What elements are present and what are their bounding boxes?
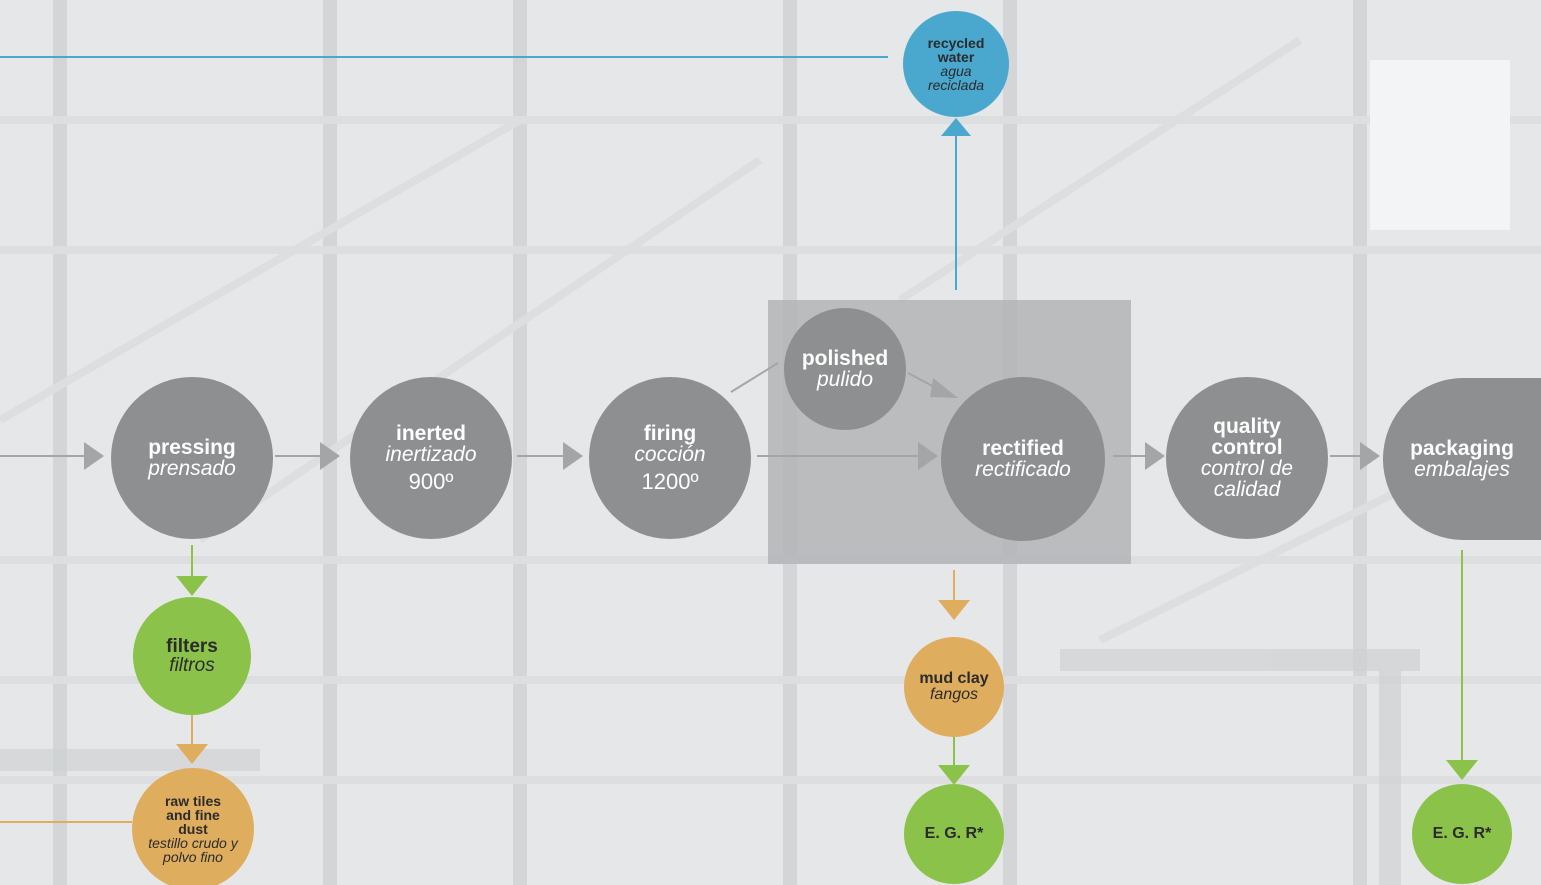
node-rectified-label-es: rectificado bbox=[975, 458, 1071, 481]
node-inerted-temp: 900º bbox=[408, 469, 454, 494]
node-raw-tiles-label-es: testillo crudo y polvo fino bbox=[148, 835, 238, 865]
node-mud-clay: mud clay fangos bbox=[904, 637, 1004, 737]
node-rectified-label: rectified bbox=[982, 437, 1064, 460]
node-raw-tiles: raw tiles and fine dust testillo crudo y… bbox=[132, 768, 254, 885]
node-inerted-label: inerted bbox=[395, 422, 466, 445]
node-pressing-label: pressing bbox=[148, 436, 236, 459]
node-packaging-shape bbox=[1383, 378, 1541, 540]
node-mud-clay-label: mud clay bbox=[919, 670, 989, 687]
node-packaging-label-es: embalajes bbox=[1414, 458, 1510, 481]
arrow-polished-rectified-head bbox=[930, 378, 958, 398]
node-egr-1: E. G. R* bbox=[904, 784, 1004, 884]
arrow-pressing-filters-head bbox=[176, 576, 208, 596]
node-polished: polished pulido bbox=[784, 308, 906, 430]
arrow-rectified-quality-head bbox=[1145, 442, 1165, 470]
node-quality-control-label: quality control bbox=[1211, 415, 1283, 459]
node-egr-2: E. G. R* bbox=[1412, 784, 1512, 884]
node-inerted-label-es: inertizado bbox=[385, 443, 477, 466]
node-pressing: pressing prensado bbox=[111, 377, 273, 539]
node-recycled-water-label: recycled water bbox=[927, 35, 985, 65]
node-inerted: inerted inertizado 900º bbox=[350, 377, 512, 539]
arrow-firing-rectified-head bbox=[918, 442, 938, 470]
arrow-filters-rawtiles-head bbox=[176, 744, 208, 764]
node-quality-control: quality control control de calidad bbox=[1166, 377, 1328, 539]
node-egr-2-label: E. G. R* bbox=[1432, 825, 1492, 842]
arrow-quality-packaging-head bbox=[1360, 442, 1380, 470]
node-firing-label: firing bbox=[643, 422, 697, 445]
node-mud-clay-label-es: fangos bbox=[929, 686, 979, 703]
node-rectified: rectified rectificado bbox=[941, 377, 1105, 541]
arrow-firing-polished bbox=[730, 362, 779, 393]
arrow-inerted-firing-head bbox=[563, 442, 583, 470]
node-raw-tiles-label: raw tiles and fine dust bbox=[164, 793, 222, 837]
node-pressing-label-es: prensado bbox=[148, 457, 236, 480]
node-filters: filters filtros bbox=[133, 597, 251, 715]
node-polished-label-es: pulido bbox=[816, 368, 874, 391]
arrow-mudclay-egr-head bbox=[938, 765, 970, 785]
node-quality-control-label-es: control de calidad bbox=[1200, 457, 1294, 501]
arrow-packaging-egr-head bbox=[1446, 760, 1478, 780]
node-recycled-water-label-es: agua reciclada bbox=[927, 63, 985, 93]
node-packaging-label: packaging bbox=[1410, 437, 1514, 460]
node-recycled-water: recycled water agua reciclada bbox=[903, 11, 1009, 117]
node-packaging-text: packaging embalajes bbox=[1383, 438, 1541, 480]
arrow-pressing-inerted-head bbox=[320, 442, 340, 470]
node-firing: firing cocción 1200º bbox=[589, 377, 751, 539]
node-filters-label: filters bbox=[166, 636, 218, 657]
node-packaging: packaging embalajes bbox=[1383, 378, 1541, 540]
arrow-into-pressing-head bbox=[84, 442, 104, 470]
arrow-to-recycled-water-head bbox=[941, 118, 971, 136]
node-filters-label-es: filtros bbox=[169, 655, 215, 676]
node-polished-label: polished bbox=[801, 347, 889, 370]
arrow-to-mudclay-head bbox=[938, 600, 970, 620]
node-firing-temp: 1200º bbox=[641, 469, 699, 494]
node-egr-1-label: E. G. R* bbox=[924, 825, 984, 842]
node-firing-label-es: cocción bbox=[634, 443, 706, 466]
